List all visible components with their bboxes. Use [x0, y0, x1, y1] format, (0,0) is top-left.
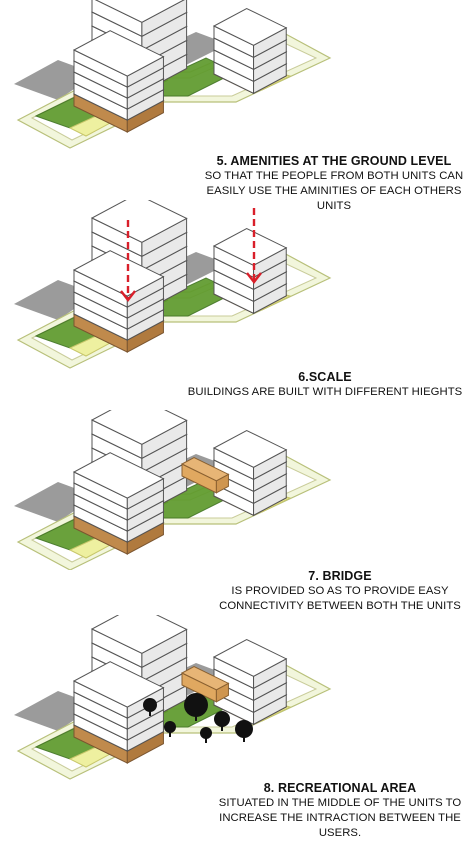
tree-trunk-2 [149, 710, 151, 716]
step-8-line-2: INCREASE THE INTRACTION BETWEEN THE [219, 812, 461, 824]
caption-step-7: 7. BRIDGE IS PROVIDED SO AS TO PROVIDE E… [212, 569, 468, 614]
massing-model-7 [14, 410, 332, 570]
step-7-title: 7. BRIDGE [308, 569, 372, 583]
diagram-recreational-area [0, 615, 470, 783]
step-6-line-1: BUILDINGS ARE BUILT WITH DIFFERENT HIEGH… [187, 386, 463, 398]
step-5-line-1: SO THAT THE PEOPLE FROM BOTH UNITS CAN [204, 170, 464, 182]
diagram-amenities-ground-level [0, 0, 470, 155]
tower-right-floor-4-roof [212, 227, 288, 266]
tree-trunk-4 [243, 736, 245, 742]
tower-back-left-floor-5-side-face [141, 0, 188, 38]
step-7-line-1: IS PROVIDED SO AS TO PROVIDE EASY [231, 585, 449, 597]
tower-back-left-floor-5-roof [90, 200, 188, 243]
massing-model-6 [14, 200, 332, 369]
tower-front-left-floor-4-roof [72, 250, 165, 297]
step-8-line-1: SITUATED IN THE MIDDLE OF THE UNITS TO [218, 797, 462, 809]
bridge-roof [180, 665, 230, 691]
tree-icon-1 [184, 693, 208, 717]
model-group [14, 410, 332, 570]
step-8-title: 8. RECREATIONAL AREA [263, 781, 417, 795]
scale-arrow-head-1 [120, 290, 136, 302]
step-8-line-3: USERS. [318, 827, 362, 839]
model-group [14, 615, 332, 780]
tree-icon-5 [164, 721, 176, 733]
tree-trunk-3 [221, 725, 223, 731]
caption-step-5: 5. AMENITIES AT THE GROUND LEVEL SO THAT… [200, 154, 468, 214]
tower-front-left-floor-4-roof [72, 661, 165, 708]
bridge-roof [180, 456, 230, 482]
tree-icon-3 [214, 711, 230, 727]
tree-icon-2 [143, 698, 157, 712]
scale-arrow-head-2 [246, 272, 262, 284]
tree-icon-6 [200, 727, 212, 739]
tower-back-left-floor-5-roof [90, 615, 188, 654]
diagram-bridge [0, 410, 470, 570]
model-group [14, 0, 332, 149]
massing-model-5 [14, 0, 332, 149]
step-7-line-2: CONNECTIVITY BETWEEN BOTH THE UNITS [219, 600, 461, 612]
model-group [14, 200, 332, 369]
tree-trunk-5 [169, 731, 171, 737]
tower-right-floor-4-roof [212, 429, 288, 468]
tower-front-left-floor-4-roof [72, 30, 165, 77]
tower-back-left-floor-5-roof [90, 410, 188, 445]
caption-step-6: 6.SCALE BUILDINGS ARE BUILT WITH DIFFERE… [180, 370, 470, 400]
step-5-line-2: EASILY USE THE AMINITIES OF EACH OTHERS [206, 185, 462, 197]
caption-step-8: 8. RECREATIONAL AREA SITUATED IN THE MID… [212, 781, 468, 841]
tower-right-floor-4-roof [212, 7, 288, 46]
tower-front-left-floor-4-roof [72, 452, 165, 499]
massing-model-8 [14, 615, 332, 780]
tower-right-floor-4-roof [212, 638, 288, 677]
tree-trunk-1 [195, 715, 197, 721]
step-6-title: 6.SCALE [298, 370, 352, 384]
step-5-title: 5. AMENITIES AT THE GROUND LEVEL [216, 154, 452, 168]
diagram-scale [0, 200, 470, 370]
step-5-line-3: UNITS [316, 200, 352, 212]
tower-back-left-floor-5-roof [94, 0, 185, 23]
tree-icon-4 [235, 720, 253, 738]
tree-trunk-6 [205, 737, 207, 743]
